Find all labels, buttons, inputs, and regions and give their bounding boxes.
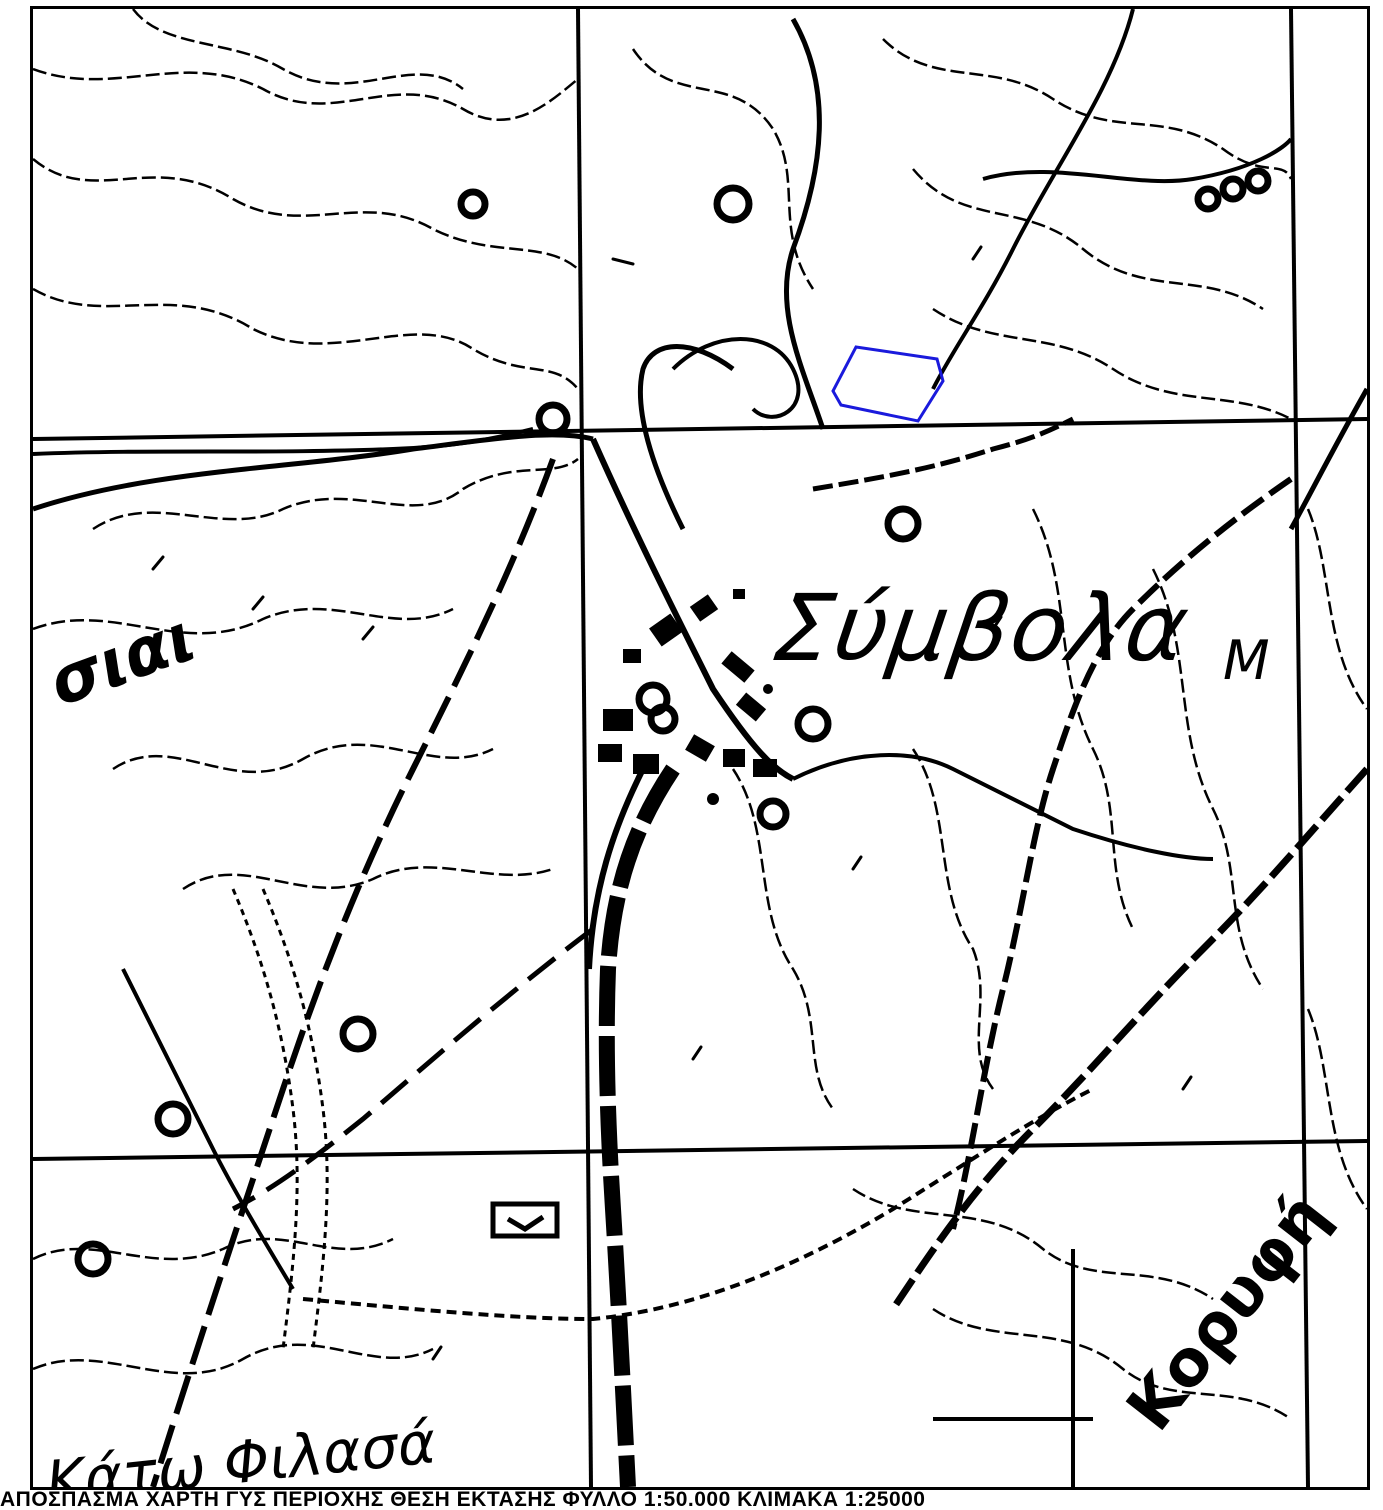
topographic-map — [33, 9, 1367, 1487]
church-icon — [339, 1015, 377, 1053]
contour-lines — [33, 9, 1367, 1421]
map-caption: ΑΠΟΣΠΑΣΜΑ ΧΑΡΤΗ ΓΥΣ ΠΕΡΙΟΧΗΣ ΘΕΣΗ ΕΚΤΑΣΗ… — [0, 1490, 926, 1510]
vegetation-marks — [151, 245, 1193, 1361]
railway — [586, 764, 680, 1487]
church-icon — [1194, 185, 1222, 213]
road-northeast — [812, 416, 1075, 492]
church-icon — [1219, 175, 1247, 203]
grid-line-horizontal-2 — [33, 1139, 1367, 1161]
parcel-outline — [831, 345, 945, 423]
church-symbols — [74, 167, 1272, 1278]
church-icon — [535, 401, 571, 437]
grid-line-vertical-1 — [576, 9, 593, 1487]
map-frame: Σύμβολα σιαι Κάτω Φιλασά Κορυφή Μ — [30, 6, 1370, 1490]
church-icon — [457, 188, 489, 220]
road-southeast — [890, 766, 1367, 1311]
church-icon — [74, 1240, 112, 1278]
grid-line-vertical-2 — [1289, 9, 1310, 1487]
church-icon — [647, 703, 679, 735]
church-icon — [756, 797, 790, 831]
church-icon — [794, 705, 832, 743]
stream-north — [783, 17, 826, 430]
village-label: Σύμβολα — [767, 575, 1197, 682]
church-icon — [713, 184, 753, 224]
place-label-mark: Μ — [1223, 629, 1270, 692]
road-east — [950, 476, 1293, 1230]
grid-line-horizontal-1 — [33, 417, 1367, 441]
road-west — [33, 432, 594, 512]
road-southwest — [150, 457, 556, 1487]
church-icon — [1244, 167, 1272, 195]
church-icon — [154, 1100, 192, 1138]
village-blocks — [598, 589, 777, 805]
boxed-marker — [490, 1201, 560, 1239]
church-icon — [884, 505, 922, 543]
roads — [33, 9, 1367, 1487]
grid-lines — [33, 9, 1367, 1487]
